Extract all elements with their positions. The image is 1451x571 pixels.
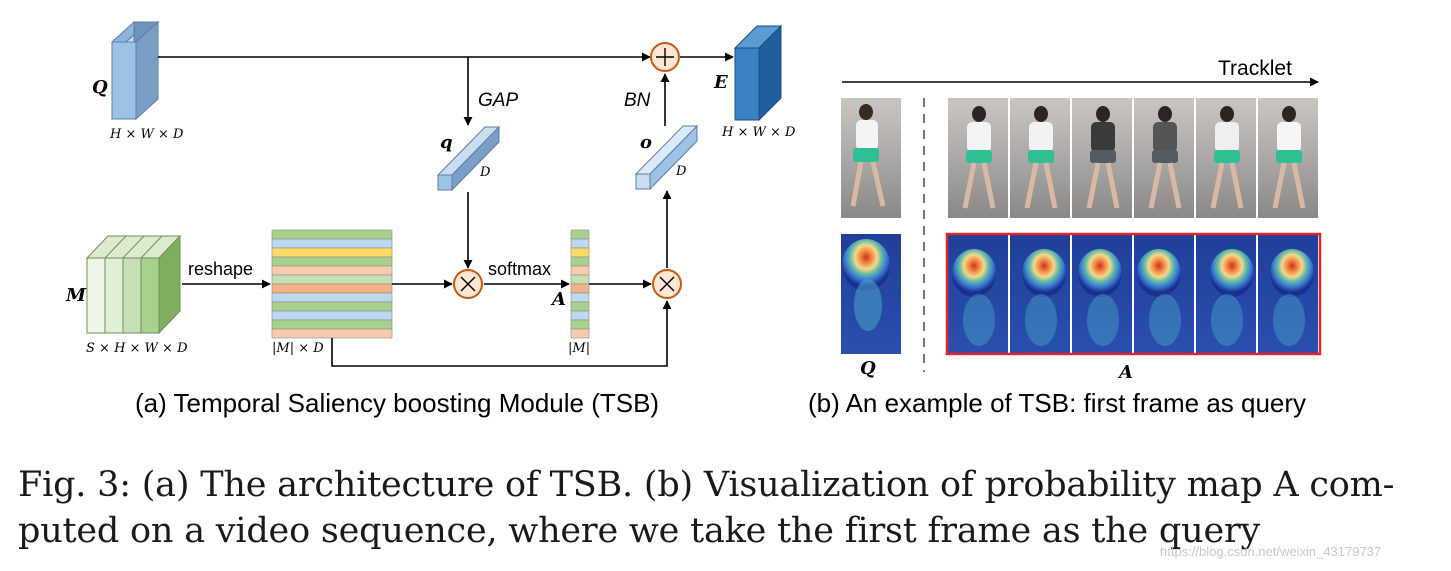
attention-heatmaps [948, 235, 1320, 353]
attention-heatmap [1010, 235, 1072, 353]
figure-caption-line-1: Fig. 3: (a) The architecture of TSB. (b)… [18, 465, 1395, 505]
attention-heatmap [1134, 235, 1196, 353]
o-vector-label: o [640, 132, 652, 153]
vector-stripe [570, 292, 590, 303]
panel-a: Q H × W × D E H × W × D M S × H × W × D … [65, 20, 796, 418]
figure-caption: Fig. 3: (a) The architecture of TSB. (b)… [18, 462, 1438, 554]
o-vector-dim: D [675, 164, 687, 179]
matrix-stripe [271, 328, 393, 339]
vector-stripe [570, 283, 590, 294]
figure-caption-line-2: puted on a video sequence, where we take… [18, 511, 1261, 551]
attention-heatmaps-border [945, 232, 1322, 356]
vector-stripe [570, 247, 590, 258]
attention-heatmap [1196, 235, 1258, 353]
attention-vector-label: A [550, 289, 566, 310]
tracklet-frame [1072, 98, 1134, 218]
tracklet-frame [1258, 98, 1320, 218]
vector-stripe [570, 301, 590, 312]
matrix-stripe [271, 310, 393, 321]
attention-vector-dims: |M| [568, 341, 590, 356]
vector-stripe [570, 256, 590, 267]
reshape-label: reshape [188, 259, 253, 279]
tracklet-frame [1010, 98, 1072, 218]
matrix-stripe [271, 292, 393, 303]
attention-heatmap [1072, 235, 1134, 353]
m-tensor-dims: S × H × W × D [86, 341, 188, 356]
multiply-operator-2 [652, 269, 682, 299]
q-vector [436, 125, 501, 192]
vector-stripe [570, 274, 590, 285]
vector-stripe [570, 310, 590, 321]
matrix-stripe [271, 247, 393, 258]
tracklet-frame [1134, 98, 1196, 218]
e-tensor-label: E [713, 72, 728, 93]
q-tensor-dims: H × W × D [109, 127, 184, 142]
attention-label: A [1117, 362, 1133, 383]
attention-vector [570, 229, 590, 339]
bn-label: BN [624, 90, 651, 111]
panel-a-caption: (a) Temporal Saliency boosting Module (T… [135, 388, 659, 418]
o-vector [634, 124, 699, 191]
attention-heatmap [1258, 235, 1320, 353]
vector-stripe [570, 238, 590, 249]
tracklet-frame [1196, 98, 1258, 218]
e-tensor-dims: H × W × D [721, 125, 796, 140]
query-heatmap [841, 234, 901, 354]
matrix-stripe [271, 319, 393, 330]
tracklet-frames [948, 98, 1320, 218]
add-operator [650, 42, 680, 72]
watermark: https://blog.csdn.net/weixin_43179737 [1160, 544, 1382, 559]
reshaped-matrix [271, 229, 393, 339]
matrix-stripe [271, 256, 393, 267]
matrix-stripe [271, 238, 393, 249]
tracklet-frame [948, 98, 1010, 218]
vector-stripe [570, 265, 590, 276]
reshaped-dims: |M| × D [272, 341, 324, 356]
panel-b: Tracklet Q A (b) An example of TSB: firs… [808, 57, 1322, 418]
tracklet-label: Tracklet [1218, 57, 1292, 80]
query-label: Q [860, 358, 876, 379]
query-frame-photo [841, 98, 901, 218]
matrix-stripe [271, 283, 393, 294]
matrix-stripe [271, 229, 393, 240]
vector-stripe [570, 229, 590, 240]
matrix-stripe [271, 274, 393, 285]
m-tensor [85, 234, 182, 335]
multiply-operator-1 [453, 269, 483, 299]
vector-stripe [570, 328, 590, 339]
matrix-stripe [271, 301, 393, 312]
arrow-matrix-bypass [331, 300, 672, 367]
e-tensor [733, 24, 783, 122]
gap-label: GAP [478, 90, 518, 111]
q-vector-dim: D [479, 165, 491, 180]
m-tensor-label: M [65, 285, 87, 306]
q-vector-label: q [440, 132, 453, 153]
matrix-stripe [271, 265, 393, 276]
flow-arrows [158, 52, 734, 367]
q-tensor [111, 20, 160, 121]
vector-stripe [570, 319, 590, 330]
attention-heatmap [948, 235, 1010, 353]
softmax-label: softmax [488, 259, 551, 279]
panel-b-caption: (b) An example of TSB: first frame as qu… [808, 388, 1306, 418]
q-tensor-label: Q [92, 77, 108, 98]
